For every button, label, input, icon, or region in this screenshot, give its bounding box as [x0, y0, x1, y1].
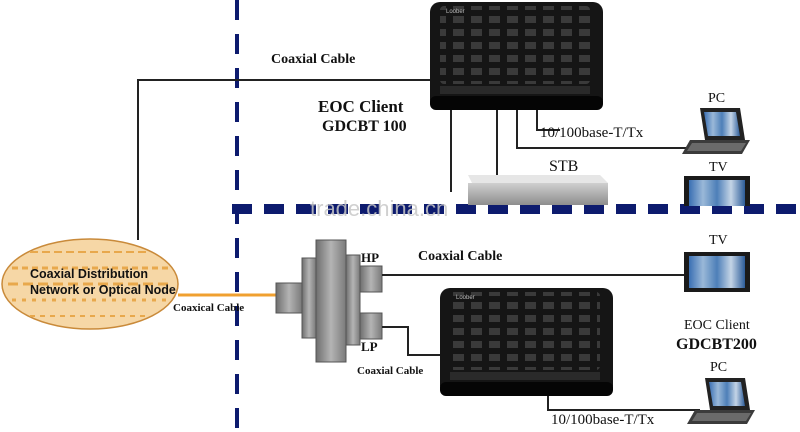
eoc-client-top-device: Loober [430, 2, 603, 110]
tv-top-icon [684, 176, 750, 206]
stb-label: STB [549, 158, 579, 175]
coax-cable-top [137, 79, 435, 240]
pc-top-label: PC [708, 91, 726, 106]
eth-bottom-label: 10/100base-T/Tx [551, 412, 655, 428]
eoc-client-bottom-title: EOC Client [684, 318, 750, 333]
coax-cable-top-label: Coaxial Cable [271, 52, 356, 67]
eoc-client-bottom-device: Loober [440, 288, 613, 396]
hp-label: HP [361, 250, 380, 265]
coaxial-node-label-line1: Coaxial Distribution [30, 267, 149, 281]
lp-cable [382, 326, 445, 356]
tv-top-label: TV [709, 160, 728, 175]
coaxial-node-label-line2: Network or Optical Node [30, 283, 176, 297]
coaxial-node-label: Coaxial Distribution Network or Optical … [30, 266, 180, 298]
pc-bottom-label: PC [710, 360, 728, 375]
watermark: trade.china.cn [310, 196, 448, 221]
eoc-client-top-title: EOC Client [318, 97, 404, 116]
coaxial-distribution-node [1, 238, 179, 330]
tv-bottom-label: TV [709, 233, 728, 248]
stb-device [468, 175, 608, 205]
splitter-device [275, 239, 383, 363]
eoc-client-top-model: GDCBT 100 [322, 118, 407, 135]
eth-cable-top [516, 105, 690, 149]
eth-top-label: 10/100base-T/Tx [540, 125, 644, 141]
brand-label-top: Loober [446, 9, 465, 15]
pc-top-laptop-icon [682, 108, 750, 154]
tv-bottom-icon [684, 252, 750, 292]
pc-bottom-laptop-icon [687, 378, 755, 424]
coax-left-label: Coaxical Cable [173, 302, 245, 314]
coax-lower-label: Coaxial Cable [357, 365, 424, 377]
coax-mid-label: Coaxial Cable [418, 249, 503, 264]
brand-label-bottom: Loober [456, 295, 475, 301]
lp-label: LP [361, 339, 378, 354]
eoc-client-bottom-model: GDCBT200 [676, 336, 757, 353]
